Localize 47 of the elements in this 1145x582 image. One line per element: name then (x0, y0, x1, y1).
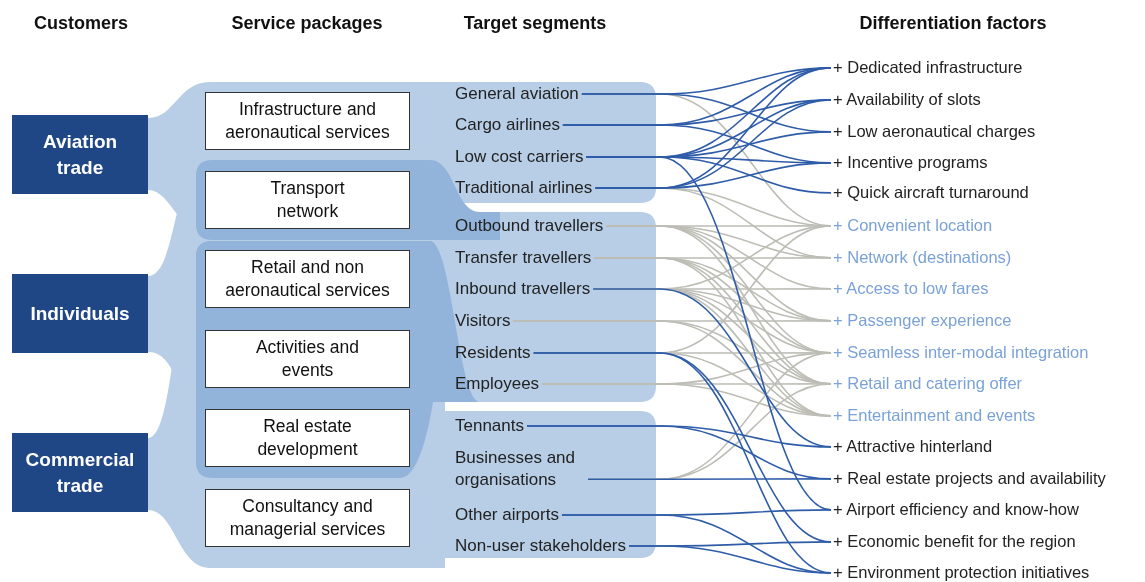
factor-label: + Real estate projects and availability (833, 469, 1106, 489)
segment-label: Tennants (455, 415, 524, 438)
segment-label: Employees (455, 373, 540, 396)
connector-line (628, 545, 832, 574)
segment-label: Non-user stakeholders (455, 535, 627, 558)
factor-label: + Convenient location (833, 216, 993, 236)
segment-label: Transfer travellers (455, 247, 592, 270)
factor-label: + Entertainment and events (833, 406, 1036, 426)
column-heading: Service packages (231, 13, 383, 34)
package-box: Activities and events (205, 330, 410, 388)
factor-label: + Retail and catering offer (833, 374, 1023, 394)
factor-label: + Seamless inter-modal integration (833, 343, 1089, 363)
segment-label: Traditional airlines (455, 177, 593, 200)
factor-label: + Dedicated infrastructure (833, 58, 1023, 78)
column-heading: Differentiation factors (859, 13, 1047, 34)
customer-box: Commercial trade (12, 433, 148, 512)
segment-label: Businesses and organisations (455, 447, 585, 492)
factor-label: + Passenger experience (833, 311, 1012, 331)
package-box: Real estate development (205, 409, 410, 467)
package-box: Transport network (205, 171, 410, 229)
segment-label: Outbound travellers (455, 215, 604, 238)
factor-label: + Low aeronautical charges (833, 122, 1036, 142)
factor-label: + Quick aircraft turnaround (833, 183, 1029, 203)
column-heading: Customers (34, 13, 128, 34)
segment-label: Inbound travellers (455, 278, 591, 301)
factor-label: + Environment protection initiatives (833, 563, 1090, 582)
factor-label: + Attractive hinterland (833, 437, 993, 457)
connector-line (587, 478, 832, 480)
factor-label: + Access to low fares (833, 279, 989, 299)
package-box: Infrastructure and aeronautical services (205, 92, 410, 150)
column-heading: Target segments (463, 13, 607, 34)
segment-label: Low cost carriers (455, 146, 584, 169)
segment-label: Residents (455, 342, 531, 365)
factor-label: + Network (destinations) (833, 248, 1012, 268)
segment-label: Cargo airlines (455, 114, 560, 137)
customer-box: Aviation trade (12, 115, 148, 194)
segment-label: Other airports (455, 504, 559, 527)
package-box: Consultancy and managerial services (205, 489, 410, 547)
segment-label: General aviation (455, 83, 579, 106)
connector-line (594, 162, 832, 189)
factor-label: + Availability of slots (833, 90, 981, 110)
segment-label: Visitors (455, 310, 511, 333)
factor-label: + Economic benefit for the region (833, 532, 1076, 552)
package-box: Retail and non aeronautical services (205, 250, 410, 308)
factor-label: + Incentive programs (833, 153, 988, 173)
factor-label: + Airport efficiency and know-how (833, 500, 1079, 520)
customer-box: Individuals (12, 274, 148, 353)
